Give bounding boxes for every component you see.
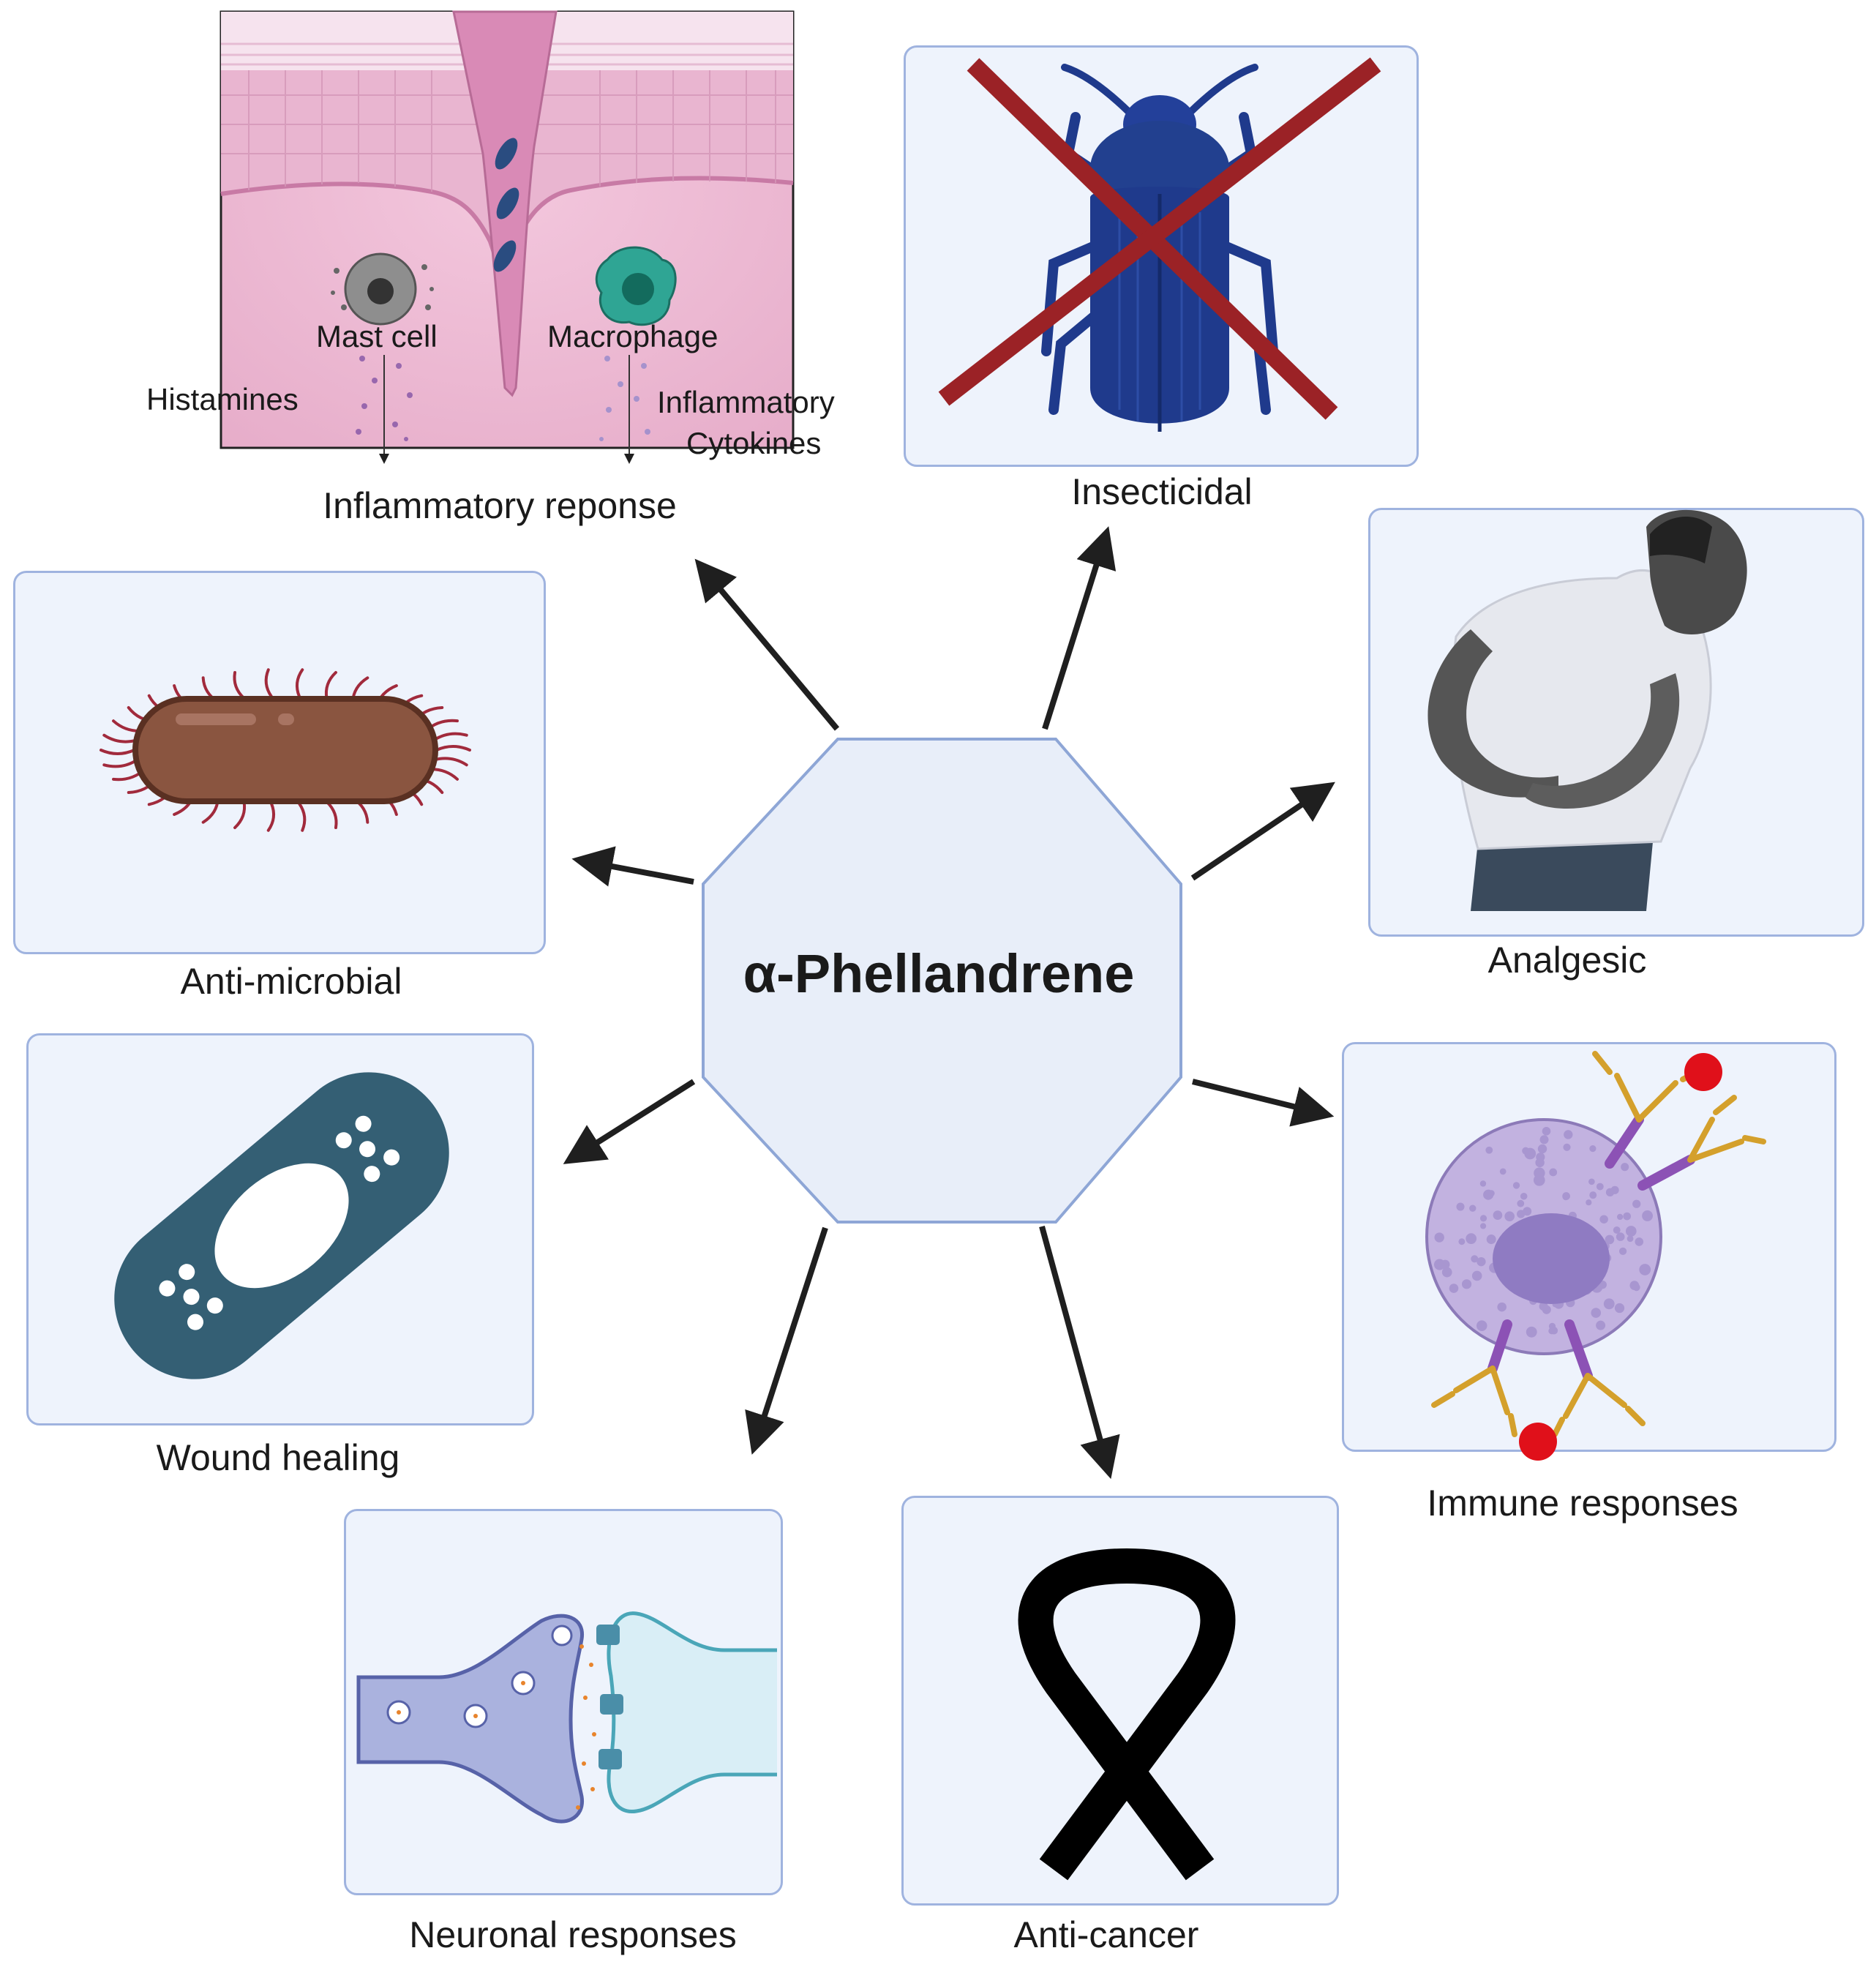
person-in-pain-icon xyxy=(1427,509,1747,911)
inflammation-illustration xyxy=(220,10,795,464)
label-wound: Wound healing xyxy=(156,1437,400,1478)
macrophage-icon xyxy=(595,246,677,326)
label-histamines: Histamines xyxy=(146,382,299,416)
arrow-to-immune xyxy=(1192,1079,1335,1127)
arrow-to-antimicrobial xyxy=(571,846,694,887)
arrow-to-inflammatory xyxy=(694,558,840,731)
arrow-to-wound xyxy=(563,1079,696,1164)
label-anticancer: Anti-cancer xyxy=(1013,1914,1199,1955)
bandage-icon xyxy=(114,1072,449,1379)
label-cytokines-line1: Inflammatory xyxy=(657,385,835,419)
mast-cell-icon xyxy=(331,252,434,326)
label-insecticidal: Insecticidal xyxy=(1071,471,1253,512)
arrow-to-insecticidal xyxy=(1042,526,1117,730)
label-neuronal: Neuronal responses xyxy=(409,1914,737,1955)
center-label: α-Phellandrene xyxy=(743,943,1135,1004)
label-immune: Immune responses xyxy=(1427,1483,1738,1524)
label-antimicrobial: Anti-microbial xyxy=(180,961,402,1002)
center-octagon xyxy=(702,738,1182,1224)
label-mast-cell: Mast cell xyxy=(316,319,438,353)
cancer-ribbon-icon xyxy=(1018,1548,1236,1881)
arrow-to-anticancer xyxy=(1039,1225,1120,1480)
cross-mark-icon xyxy=(938,57,1381,420)
immune-cell-icon xyxy=(1425,1051,1766,1461)
label-cytokines-line2: Cytokines xyxy=(686,426,822,460)
bacterium-icon xyxy=(100,668,471,832)
arrows xyxy=(563,526,1335,1480)
arrow-to-neuronal xyxy=(745,1226,828,1455)
label-analgesic: Analgesic xyxy=(1487,940,1647,981)
arrow-to-analgesic xyxy=(1190,782,1335,881)
label-inflammatory: Inflammatory reponse xyxy=(323,485,677,526)
label-macrophage: Macrophage xyxy=(547,319,718,353)
synapse-icon xyxy=(356,1611,777,1824)
